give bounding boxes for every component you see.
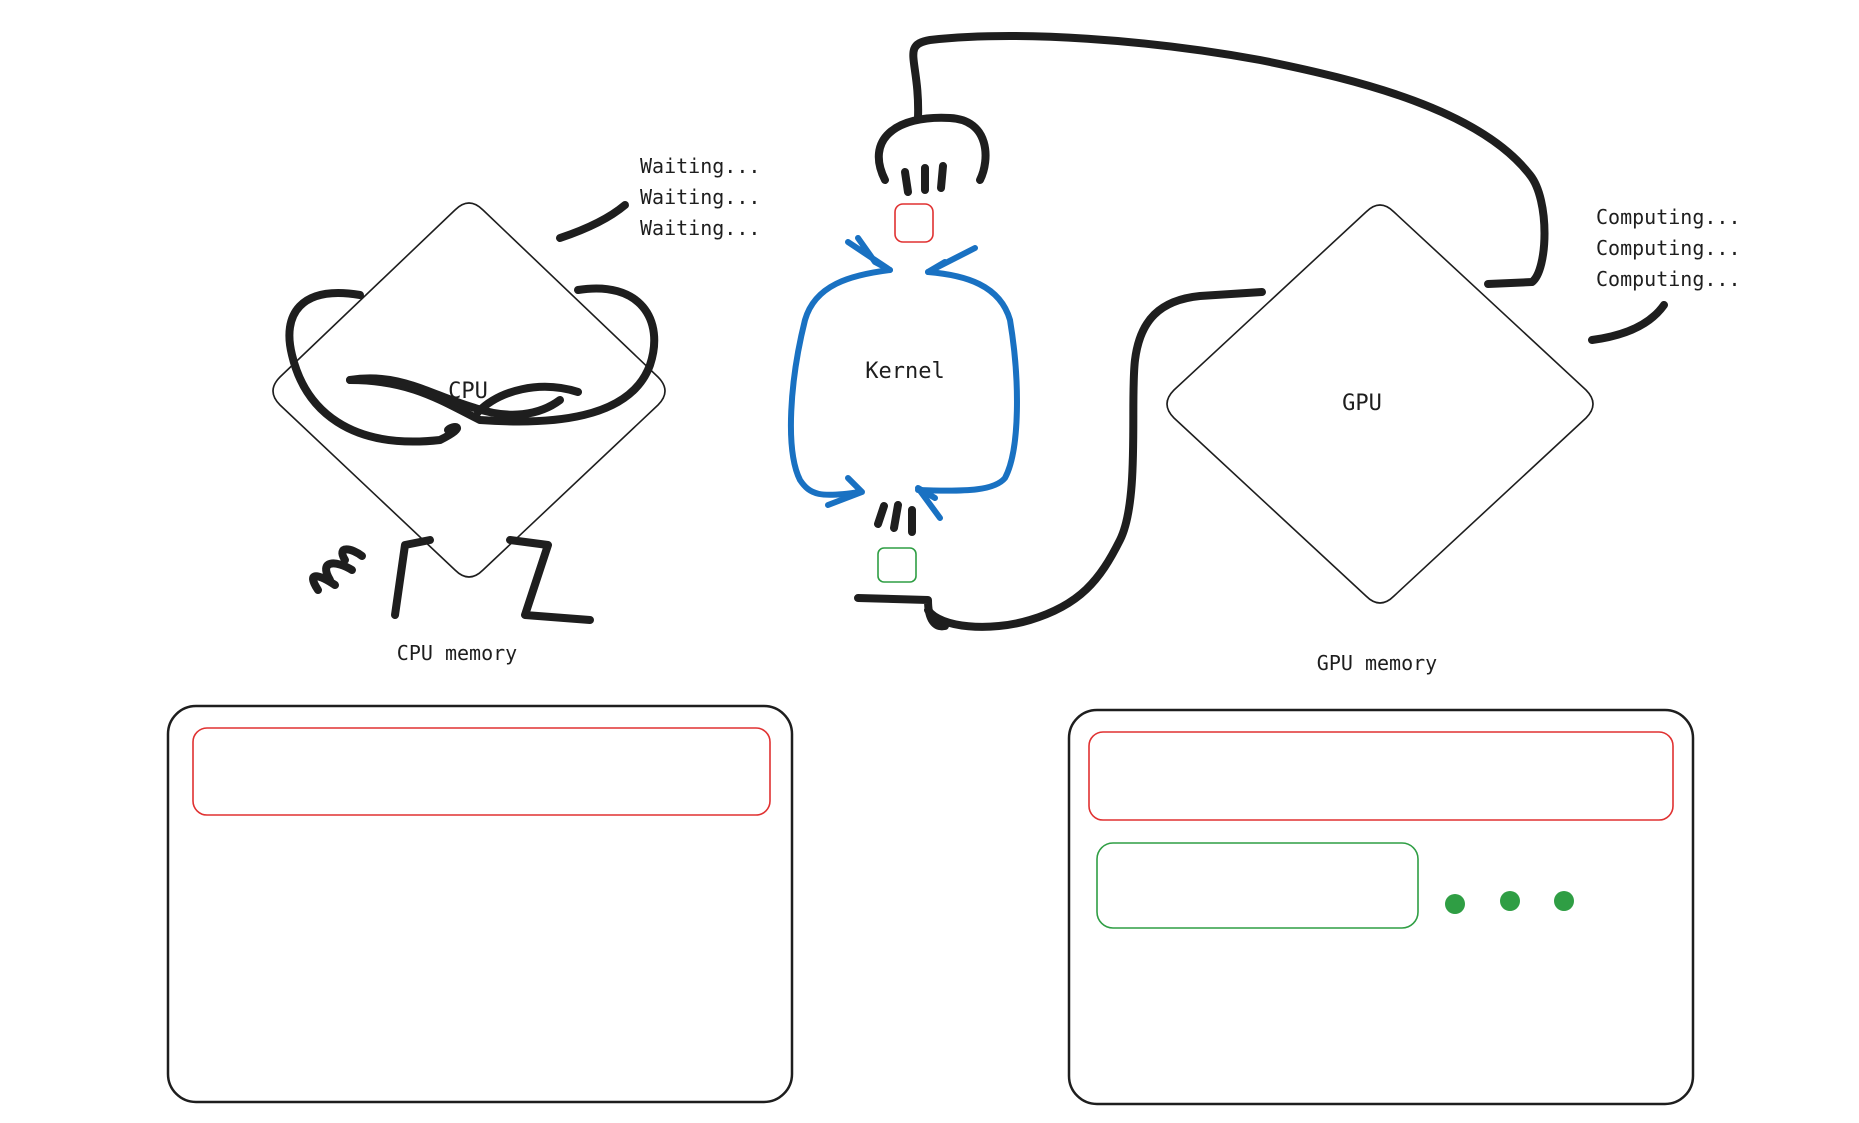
gpu-status-line: Computing... — [1596, 267, 1741, 291]
kernel-node: Kernel — [787, 113, 1020, 631]
kernel-top-hand — [874, 113, 990, 184]
gpu-diamond — [1166, 204, 1594, 604]
cpu-memory: CPU memory — [166, 641, 794, 1104]
kernel-top-fingers — [901, 162, 947, 196]
gpu-memory-green-block — [1096, 842, 1419, 929]
gpu-memory-red-block — [1088, 731, 1674, 821]
gpu-memory-label: GPU memory — [1317, 651, 1437, 675]
kernel-output-block — [877, 547, 917, 583]
gpu-memory-ellipsis-dot — [1500, 891, 1520, 911]
gpu-node: GPU Computing... Computing... Computing.… — [1166, 204, 1741, 604]
cpu-status-line: Waiting... — [640, 154, 760, 178]
cpu-snore-mark — [309, 545, 366, 594]
cpu-hand-right — [474, 382, 582, 416]
gpu-arm-bottom — [924, 288, 1266, 631]
kernel-loop-left — [787, 267, 893, 498]
cpu-label: CPU — [448, 379, 488, 404]
cpu-status-line: Waiting... — [640, 216, 760, 240]
gpu-memory-box — [1067, 708, 1695, 1106]
cpu-diamond — [272, 202, 666, 578]
cpu-memory-red-block — [192, 727, 771, 816]
kernel-label: Kernel — [865, 359, 944, 384]
gpu-memory-ellipsis-dot — [1445, 894, 1465, 914]
kernel-arrowhead-bottom-right — [915, 485, 943, 521]
kernel-bottom-fingers — [874, 501, 916, 536]
gpu-memory-ellipsis-dot — [1554, 891, 1574, 911]
cpu-leg-left — [391, 536, 434, 619]
kernel-arrowhead-top-right — [925, 245, 978, 275]
kernel-arrowhead-bottom-left — [825, 475, 865, 508]
kernel-input-block — [894, 203, 934, 243]
gpu-status-line: Computing... — [1596, 236, 1741, 260]
cpu-memory-label: CPU memory — [397, 641, 517, 665]
cpu-hand-left — [346, 374, 564, 419]
kernel-loop-right — [915, 269, 1020, 494]
gpu-status-line: Computing... — [1596, 205, 1741, 229]
cpu-memory-box — [166, 704, 794, 1104]
gpu-speech-line — [1588, 301, 1668, 344]
kernel-arrowhead-top-left — [845, 235, 893, 273]
cpu-speech-line — [556, 201, 629, 242]
cpu-node: CPU Waiting... Waiting... Waiting... — [272, 154, 760, 624]
gpu-arm-top — [909, 32, 1549, 288]
cpu-status-line: Waiting... — [640, 185, 760, 209]
cpu-arm-left — [285, 289, 461, 446]
gpu-memory: GPU memory — [1067, 651, 1695, 1106]
cpu-arm-right — [346, 284, 659, 426]
cpu-leg-right — [506, 536, 594, 624]
gpu-label: GPU — [1342, 391, 1382, 416]
